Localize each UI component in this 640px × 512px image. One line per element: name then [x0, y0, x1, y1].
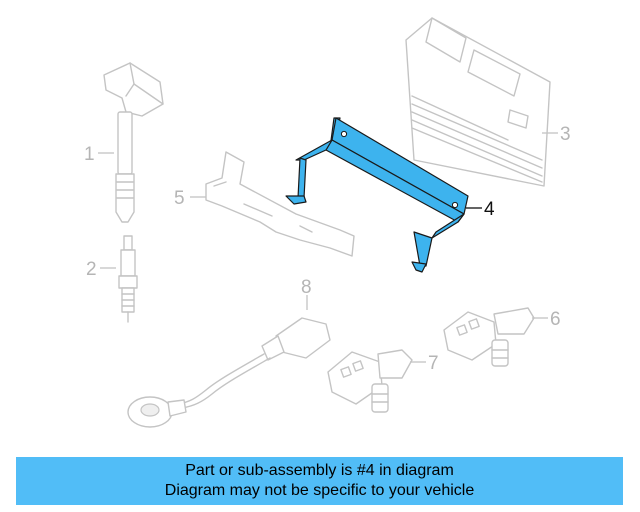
banner-line-2: Diagram may not be specific to your vehi… — [164, 482, 475, 499]
part-4-ecm-bracket[interactable] — [285, 117, 469, 273]
callout-5[interactable]: 5 — [174, 188, 185, 209]
callout-7[interactable]: 7 — [428, 353, 439, 374]
part-8-knock-sensor[interactable] — [127, 317, 331, 428]
callout-3[interactable]: 3 — [560, 124, 571, 145]
part-3-engine-control-module[interactable] — [405, 17, 551, 187]
callout-1[interactable]: 1 — [84, 144, 95, 165]
part-5-bracket[interactable] — [205, 151, 355, 257]
part-1-ignition-coil[interactable] — [103, 62, 164, 223]
part-7-sensor[interactable] — [327, 349, 413, 413]
callout-8[interactable]: 8 — [301, 277, 312, 298]
banner-line-1: Part or sub-assembly is #4 in diagram — [185, 462, 454, 479]
info-banner: Part or sub-assembly is #4 in diagram Di… — [16, 457, 623, 505]
part-2-spark-plug[interactable] — [118, 235, 138, 323]
part-6-sensor[interactable] — [443, 307, 535, 367]
callout-6[interactable]: 6 — [550, 309, 561, 330]
parts-diagram: 1 2 3 5 — [84, 17, 571, 428]
callout-2[interactable]: 2 — [86, 259, 97, 280]
callout-4[interactable]: 4 — [484, 199, 495, 220]
